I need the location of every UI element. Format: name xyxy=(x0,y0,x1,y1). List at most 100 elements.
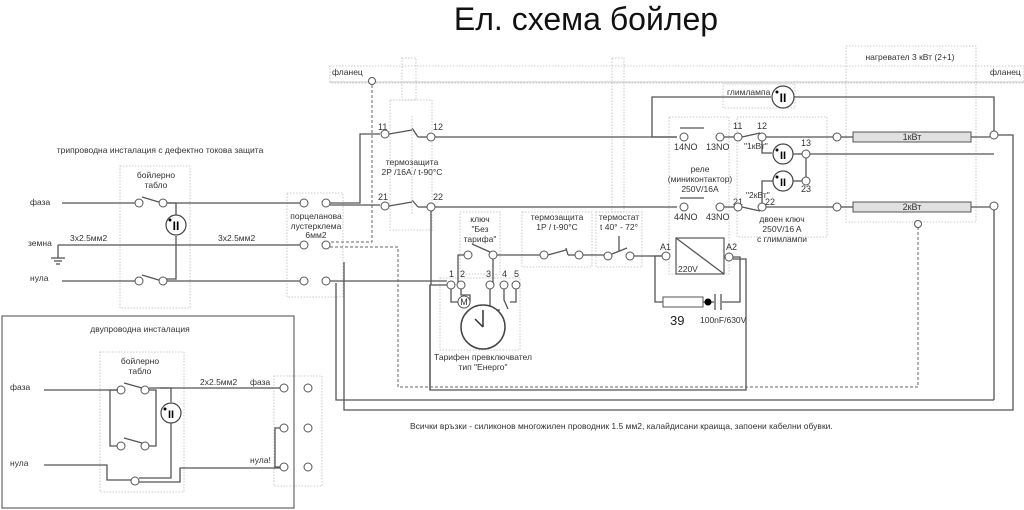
svg-text:II: II xyxy=(780,150,786,162)
double-switch-outline xyxy=(736,116,828,238)
board-label-1: бойлерно xyxy=(137,170,175,180)
svg-text:t 40° - 72°: t 40° - 72° xyxy=(600,222,638,232)
svg-text:нагревател 3 кВт (2+1): нагревател 3 кВт (2+1) xyxy=(865,52,954,62)
board-glow-lamp-icon: II xyxy=(165,214,187,236)
svg-text:23: 23 xyxy=(801,184,811,194)
svg-text:II: II xyxy=(168,409,174,421)
svg-text:A1: A1 xyxy=(660,242,671,252)
board-label-2: табло xyxy=(145,180,168,190)
svg-text:43NO: 43NO xyxy=(706,212,730,222)
svg-text:250V/16 A: 250V/16 A xyxy=(762,224,802,234)
svg-text:21: 21 xyxy=(378,192,388,202)
svg-text:21: 21 xyxy=(733,197,743,207)
svg-text:2кВт: 2кВт xyxy=(903,202,922,212)
glow-lamp: глимлампа II xyxy=(651,85,995,138)
svg-text:22: 22 xyxy=(765,197,775,207)
svg-text:"2кВт": "2кВт" xyxy=(746,190,770,200)
svg-text:4: 4 xyxy=(502,269,507,279)
thermo2p: 11 12 21 22 термозащита 2P /16A / t-90°C xyxy=(330,116,443,214)
relay: 14NO 13NO 44NO 43NO реле (миниконтактор)… xyxy=(429,127,747,391)
thermo2p-label-2: 2P /16A / t-90°C xyxy=(382,167,443,177)
svg-text:22: 22 xyxy=(433,192,443,202)
svg-text:"1кВт": "1кВт" xyxy=(744,141,768,151)
svg-text:фаза: фаза xyxy=(250,377,271,387)
resistor-value: 39 xyxy=(670,313,684,328)
tariff-switch-outline xyxy=(439,277,521,351)
svg-text:термозащита: термозащита xyxy=(531,212,584,222)
svg-text:44NO: 44NO xyxy=(674,212,698,222)
motor-icon xyxy=(457,295,471,309)
footnote: Всички връзки - силиконов многожилен про… xyxy=(410,421,833,431)
svg-text:220V: 220V xyxy=(678,264,698,274)
svg-text:нула!: нула! xyxy=(250,455,271,465)
glow-lamp-outline xyxy=(722,83,796,109)
thermostat: термостат t 40° - 72° xyxy=(599,212,662,261)
thermo1p-outline xyxy=(521,211,593,268)
svg-text:12: 12 xyxy=(757,121,767,131)
svg-text:с глимлампи: с глимлампи xyxy=(757,234,807,244)
svg-text:(миниконтактор): (миниконтактор) xyxy=(668,174,733,184)
cable-label-right: 3x2.5мм2 xyxy=(218,233,255,243)
thermo2p-label-1: термозащита xyxy=(386,157,439,167)
svg-text:глимлампа: глимлампа xyxy=(727,87,771,97)
svg-text:2: 2 xyxy=(460,269,465,279)
cable-label-left: 3x2.5мм2 xyxy=(70,233,107,243)
svg-text:II: II xyxy=(780,177,786,189)
neutral-label: нула xyxy=(30,273,49,283)
svg-text:250V/16A: 250V/16A xyxy=(681,184,719,194)
earth-to-heater-wire xyxy=(330,228,919,388)
svg-text:1P / t-90°C: 1P / t-90°C xyxy=(536,222,578,232)
svg-text:11: 11 xyxy=(733,121,742,131)
terminal-block: порцеланова лустерклема 6мм2 xyxy=(290,198,342,286)
two-wire-circuit: двупроводна инсталация бойлерно табло фа… xyxy=(10,324,313,486)
diagram-title: Ел. схема бойлер xyxy=(454,1,718,37)
svg-text:двоен ключ: двоен ключ xyxy=(759,214,804,224)
neutral-return-frame xyxy=(343,210,1014,411)
svg-text:13NO: 13NO xyxy=(706,142,730,152)
svg-text:M: M xyxy=(460,297,468,307)
ground-icon xyxy=(51,257,65,265)
two-wire-caption: двупроводна инсталация xyxy=(90,324,190,334)
svg-text:12: 12 xyxy=(433,122,443,132)
svg-text:1: 1 xyxy=(449,269,454,279)
no-tariff-key: ключ "Без тарифа" xyxy=(457,214,540,284)
two-wire-phase-label: фаза xyxy=(10,382,31,392)
svg-text:бойлерно: бойлерно xyxy=(121,356,159,366)
svg-text:13: 13 xyxy=(801,138,811,148)
double-switch: 11 12 "1кВт" II 13 23 II "2кВт" 21 22 дв… xyxy=(724,121,994,244)
thermo2p-probe-outline xyxy=(401,57,417,101)
svg-text:11: 11 xyxy=(378,122,387,132)
resistor-icon xyxy=(662,296,704,308)
flange-band-outline xyxy=(329,65,1024,83)
svg-text:1кВт: 1кВт xyxy=(903,132,922,142)
heater: нагревател 3 кВт (2+1) 1кВт 2кВт xyxy=(335,52,1014,401)
terminal-block-label-3: 6мм2 xyxy=(305,230,326,240)
flange-earth-terminal xyxy=(368,77,376,85)
snubber: 39 100nF/630V xyxy=(662,294,747,328)
two-wire-frame xyxy=(1,315,295,509)
svg-text:Тарифен превключвател: Тарифен превключвател xyxy=(434,352,532,362)
three-wire-circuit: II xyxy=(51,196,302,286)
svg-text:табло: табло xyxy=(129,366,152,376)
capacitor-value: 100nF/630V xyxy=(700,315,747,325)
thermo1p: термозащита 1P / t-90°C xyxy=(531,212,604,260)
flange-band-line xyxy=(329,81,1024,84)
svg-text:14NO: 14NO xyxy=(674,142,698,152)
svg-text:2x2.5мм2: 2x2.5мм2 xyxy=(200,377,237,387)
tariff-switch: 1 2 3 4 5 M Тарифен превключвател тип "Е… xyxy=(330,269,532,390)
svg-text:термостат: термостат xyxy=(599,212,639,222)
svg-text:тарифа": тарифа" xyxy=(464,234,497,244)
earth-to-flange-wire xyxy=(330,85,373,243)
svg-text:3: 3 xyxy=(486,269,491,279)
three-wire-caption: трипроводна инсталация с дефектно токова… xyxy=(57,145,264,155)
terminal-block-label-2: лустерклема xyxy=(291,221,342,231)
heater-earth-terminal xyxy=(914,220,922,228)
svg-text:"Без: "Без xyxy=(471,224,488,234)
svg-text:A2: A2 xyxy=(726,242,737,252)
phase-label: фаза xyxy=(30,197,51,207)
svg-text:тип "Енерго": тип "Енерго" xyxy=(458,362,507,372)
svg-text:II: II xyxy=(780,91,787,105)
svg-text:ключ: ключ xyxy=(470,214,489,224)
board-outline xyxy=(119,165,191,309)
